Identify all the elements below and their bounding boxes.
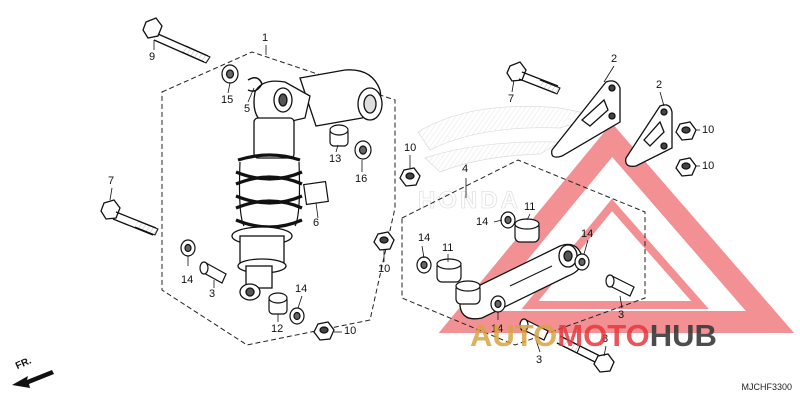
bolt-7-left bbox=[100, 199, 159, 236]
callout-9: 9 bbox=[149, 51, 156, 63]
callout-14-shock-lower: 14 bbox=[295, 283, 308, 295]
nut-10-c bbox=[313, 321, 335, 341]
bolt-8 bbox=[556, 335, 615, 373]
washer-14-shock-lower bbox=[289, 307, 305, 325]
callout-7-left: 7 bbox=[108, 175, 115, 187]
callout-14-link-c: 14 bbox=[581, 228, 594, 240]
washer-14-link-c bbox=[574, 253, 590, 271]
washer-14-shock-upper bbox=[180, 239, 196, 257]
shock-group-outline bbox=[161, 51, 396, 346]
collar-3-right bbox=[605, 274, 635, 297]
bracket-2-left bbox=[551, 80, 621, 158]
callout-15: 15 bbox=[221, 94, 234, 106]
callout-5: 5 bbox=[244, 103, 251, 115]
callout-11-upper: 11 bbox=[524, 201, 536, 213]
callout-4: 4 bbox=[462, 163, 469, 175]
callout-1: 1 bbox=[262, 32, 269, 44]
nut-10-e bbox=[675, 157, 697, 177]
bolt-7-right bbox=[506, 61, 561, 95]
callout-12: 12 bbox=[271, 323, 284, 335]
callout-2-right: 2 bbox=[656, 79, 663, 91]
callout-10-b: 10 bbox=[378, 263, 391, 275]
nut-10-b bbox=[373, 231, 395, 251]
callout-10-a: 10 bbox=[404, 142, 417, 154]
callout-7-right: 7 bbox=[508, 93, 515, 105]
collar-3-left bbox=[199, 261, 227, 284]
callout-3-mid: 3 bbox=[536, 354, 543, 366]
bracket-2-right bbox=[625, 104, 673, 167]
svg-text:HONDA: HONDA bbox=[418, 187, 521, 214]
collar-3-mid bbox=[519, 318, 549, 341]
callout-10-d: 10 bbox=[702, 124, 715, 136]
bushing-11-lower bbox=[436, 258, 462, 283]
callout-8: 8 bbox=[602, 333, 609, 345]
callout-3-right: 3 bbox=[618, 309, 625, 321]
callout-14-link-d: 14 bbox=[491, 323, 504, 335]
callout-14-shock-upper: 14 bbox=[181, 274, 194, 286]
diagram-code: MJCHF3300 bbox=[741, 382, 792, 392]
watermark-logo: AUTOMOTOHUB bbox=[470, 320, 717, 352]
callout-10-e: 10 bbox=[702, 160, 715, 172]
linkage-arm-4 bbox=[459, 243, 583, 320]
bushing-13 bbox=[329, 124, 349, 147]
honda-logo-watermark: HONDA bbox=[417, 106, 601, 214]
callout-16: 16 bbox=[355, 173, 368, 185]
watermark-hub: HUB bbox=[649, 318, 717, 353]
washer-14-link-b bbox=[416, 256, 432, 274]
callout-3-left: 3 bbox=[209, 288, 216, 300]
nut-10-a bbox=[399, 167, 421, 187]
callout-14-link-b: 14 bbox=[418, 232, 431, 244]
washer-14-link-d bbox=[490, 295, 506, 313]
front-direction-arrow bbox=[12, 370, 54, 388]
label-6 bbox=[303, 180, 329, 206]
bushing-11-upper bbox=[514, 218, 540, 243]
washer-14-link-a bbox=[500, 211, 516, 229]
callout-13: 13 bbox=[329, 153, 342, 165]
callout-14-link-a: 14 bbox=[476, 216, 489, 228]
bushing-12 bbox=[268, 292, 288, 315]
callout-6: 6 bbox=[313, 217, 320, 229]
watermark-auto: AUTO bbox=[470, 318, 558, 353]
callout-2-left: 2 bbox=[611, 53, 618, 65]
callout-10-c: 10 bbox=[344, 325, 357, 337]
nut-10-d bbox=[675, 121, 697, 141]
rear-shock-absorber bbox=[231, 69, 383, 301]
bushing-lower-link bbox=[455, 280, 481, 305]
bolt-9 bbox=[142, 17, 211, 64]
linkage-group-outline bbox=[401, 159, 646, 346]
washer-15 bbox=[221, 64, 239, 84]
leader-lines bbox=[109, 40, 700, 357]
callout-11-lower: 11 bbox=[442, 242, 454, 254]
washer-16 bbox=[354, 140, 372, 160]
watermark-moto: MOTO bbox=[557, 318, 650, 353]
